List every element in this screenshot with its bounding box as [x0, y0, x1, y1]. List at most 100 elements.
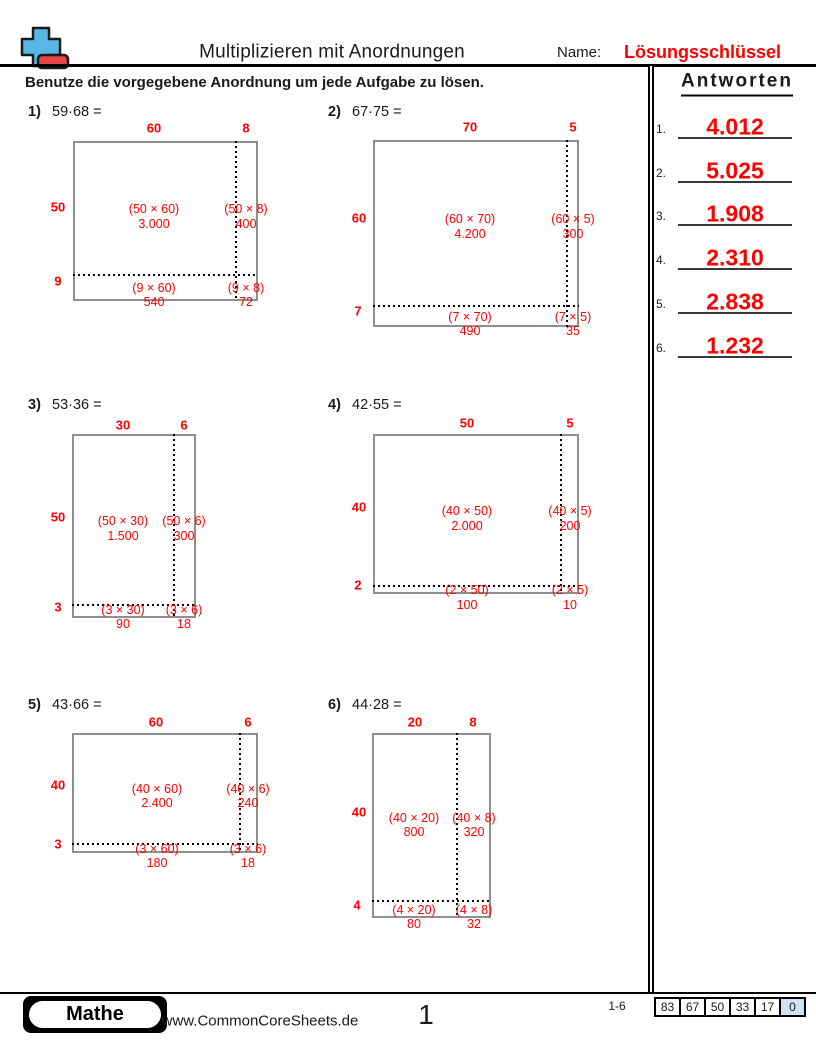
cell-expression: (40 × 5)	[548, 503, 592, 518]
problem-expression: 53·36 =	[52, 397, 102, 413]
top-label: 20	[407, 714, 423, 730]
score-range-label: 1-6	[608, 999, 626, 1013]
column-divider-dotted	[173, 434, 175, 618]
cell-product: 300	[173, 528, 195, 543]
answer-number: 5.	[655, 297, 667, 311]
page-number: 1	[418, 999, 434, 1030]
cell-product: 4.200	[454, 226, 486, 241]
cell-product: 10	[563, 597, 577, 612]
cell-expression: (50 × 60)	[128, 201, 180, 216]
top-label: 6	[180, 417, 188, 433]
answer-value: 4.012	[706, 113, 764, 140]
cell-expression: (3 × 30)	[101, 602, 145, 617]
row-divider-dotted	[72, 604, 196, 606]
cell-product: 35	[566, 323, 580, 338]
answer-number: 6.	[655, 341, 667, 355]
side-label: 60	[351, 210, 367, 226]
top-label: 8	[242, 120, 250, 136]
footer-rule	[0, 992, 816, 994]
cell-expression: (2 × 5)	[551, 582, 589, 597]
cell-product: 800	[403, 824, 425, 839]
row-divider-dotted	[73, 274, 258, 276]
cell-product: 200	[559, 518, 581, 533]
side-label: 40	[351, 804, 367, 820]
cell-expression: (40 × 20)	[388, 810, 440, 825]
answers-heading: Antworten	[681, 72, 793, 97]
cell-product: 100	[456, 597, 478, 612]
area-model-grid	[373, 140, 579, 327]
answer-underline	[678, 268, 792, 270]
problem-expression: 67·75 =	[352, 104, 402, 120]
problem-number: 2)	[328, 104, 341, 120]
cell-expression: (7 × 70)	[448, 309, 492, 324]
problem-expression: 42·55 =	[352, 397, 402, 413]
problem-number: 1)	[28, 104, 41, 120]
subject-badge: Mathe	[23, 996, 167, 1033]
answer-number: 4.	[655, 253, 667, 267]
column-divider-dotted	[235, 141, 237, 301]
answer-value: 5.025	[706, 157, 764, 184]
area-model-grid	[72, 434, 196, 618]
problem-number: 5)	[28, 697, 41, 713]
answer-value: 2.838	[706, 288, 764, 315]
cell-expression: (9 × 8)	[227, 280, 265, 295]
answer-value: 2.310	[706, 244, 764, 271]
cell-product: 32	[467, 916, 481, 931]
answer-number: 1.	[655, 122, 667, 136]
answer-number: 3.	[655, 209, 667, 223]
area-model-grid	[72, 733, 258, 853]
header-rule	[0, 64, 816, 67]
top-label: 60	[146, 120, 162, 136]
row-divider-dotted	[373, 585, 579, 587]
problem-expression: 43·66 =	[52, 697, 102, 713]
answer-value: 1.908	[706, 200, 764, 227]
problem-expression: 59·68 =	[52, 104, 102, 120]
score-cell: 83	[654, 997, 681, 1017]
cell-expression: (4 × 20)	[392, 902, 436, 917]
cell-expression: (9 × 60)	[132, 280, 176, 295]
side-label: 9	[54, 273, 62, 289]
cell-product: 18	[241, 855, 255, 870]
side-label: 50	[50, 199, 66, 215]
cell-product: 490	[459, 323, 481, 338]
cell-product: 1.500	[107, 528, 139, 543]
answer-number: 2.	[655, 166, 667, 180]
cell-product: 400	[235, 216, 257, 231]
problem-number: 3)	[28, 397, 41, 413]
subject-badge-label: Mathe	[29, 1001, 161, 1028]
answer-key-label: Lösungsschlüssel	[624, 42, 782, 62]
name-label: Name:	[557, 44, 602, 61]
cell-expression: (40 × 60)	[131, 781, 183, 796]
score-cell: 67	[679, 997, 706, 1017]
side-label: 40	[351, 499, 367, 515]
score-cell: 17	[754, 997, 781, 1017]
side-label: 2	[354, 577, 362, 593]
top-label: 60	[148, 714, 164, 730]
cell-product: 540	[143, 294, 165, 309]
website-text: www.CommonCoreSheets.de	[161, 1012, 359, 1030]
problem-number: 6)	[328, 697, 341, 713]
score-cell: 50	[704, 997, 731, 1017]
cell-expression: (3 × 6)	[229, 841, 267, 856]
cell-expression: (40 × 6)	[226, 781, 270, 796]
top-label: 30	[115, 417, 131, 433]
side-label: 7	[354, 303, 362, 319]
top-label: 50	[459, 415, 475, 431]
cell-product: 80	[407, 916, 421, 931]
cell-product: 240	[237, 795, 259, 810]
problem-number: 4)	[328, 397, 341, 413]
problem-expression: 44·28 =	[352, 697, 402, 713]
cell-product: 320	[463, 824, 485, 839]
cell-product: 2.400	[141, 795, 173, 810]
cell-expression: (40 × 8)	[452, 810, 496, 825]
area-model-grid	[372, 733, 491, 918]
score-cell-highlighted: 0	[779, 997, 806, 1017]
column-divider-dotted	[239, 733, 241, 853]
area-model-grid	[73, 141, 258, 301]
answer-underline	[678, 356, 792, 358]
score-table: 83 67 50 33 17 0	[654, 997, 806, 1017]
row-divider-dotted	[372, 900, 491, 902]
side-label: 40	[50, 777, 66, 793]
cell-product: 18	[177, 616, 191, 631]
